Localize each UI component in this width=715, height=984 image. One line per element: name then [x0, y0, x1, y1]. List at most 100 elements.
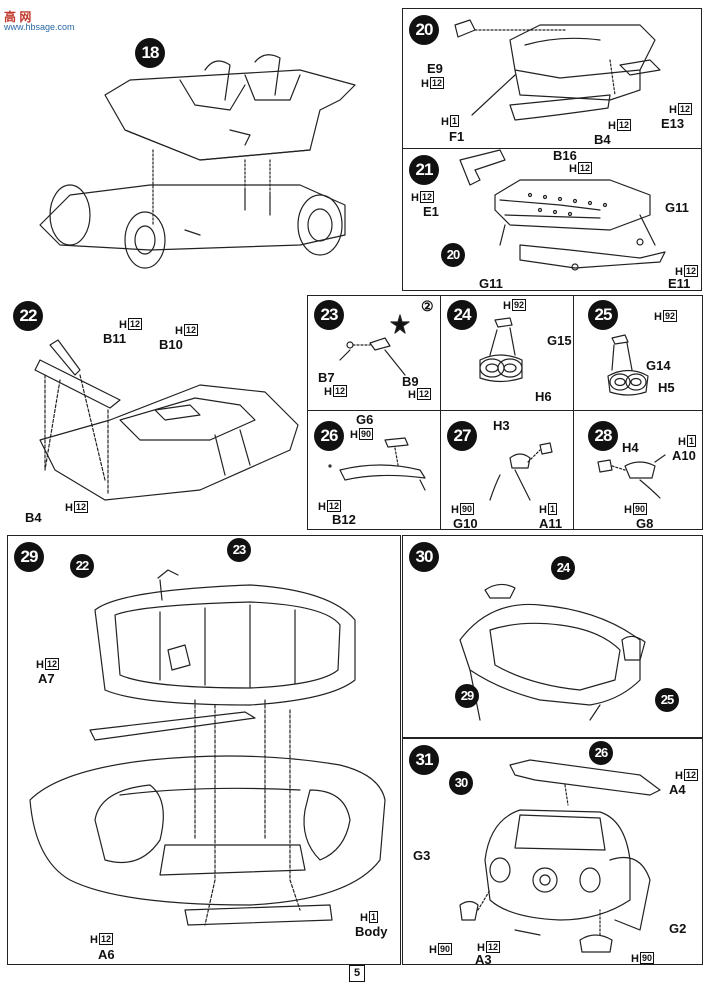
step-21-ref-20: 20 [441, 243, 465, 267]
step-24-badge: 24 [447, 300, 477, 330]
step20-drawing [454, 19, 661, 121]
part-label-b10: B10 [159, 337, 183, 352]
part-label-b11: B11 [103, 331, 127, 346]
step26-drawing [328, 437, 426, 491]
step22-drawing [34, 339, 299, 501]
part-label-a4: A4 [669, 782, 686, 797]
part-label-f1: F1 [449, 129, 465, 144]
step-31-badge: 31 [409, 745, 439, 775]
part-label-a6: A6 [98, 947, 115, 962]
watermark-url: www.hbsage.com [4, 22, 75, 32]
step-18-panel: 18 [7, 8, 401, 290]
part-label-b4: B4 [594, 132, 611, 147]
part-label-h4: H4 [622, 440, 639, 455]
part-label-g6: G6 [356, 412, 374, 427]
step30-drawing [459, 583, 646, 721]
watermark-title: 高 网 [4, 10, 32, 24]
step-30-panel: 30 24 25 29 [402, 535, 703, 738]
step-30-ref-29: 29 [455, 684, 479, 708]
part-label-e11: E11 [668, 276, 691, 291]
step-28-badge: 28 [588, 421, 618, 451]
step-29-ref-23: 23 [227, 538, 251, 562]
step29-drawing [29, 569, 386, 926]
part-label-g11-bottom: G11 [479, 276, 503, 291]
part-label-e9: E9 [427, 61, 443, 76]
paint-ref-2: ② [421, 298, 434, 314]
part-label-body: Body [355, 924, 388, 939]
step21-drawing [459, 149, 666, 271]
part-label-h3: H3 [493, 418, 510, 433]
step-29-ref-22: 22 [70, 554, 94, 578]
part-label-e13: E13 [661, 116, 685, 131]
step-25-badge: 25 [588, 300, 618, 330]
part-label-g10: G10 [453, 516, 478, 531]
step-31-ref-26: 26 [589, 741, 613, 765]
step-18-badge: 18 [135, 38, 165, 68]
step-30-badge: 30 [409, 542, 439, 572]
part-label-h5: H5 [658, 380, 675, 395]
part-label-b16: B16 [553, 148, 577, 163]
step31-drawing [459, 759, 661, 953]
step-26-badge: 26 [314, 421, 344, 451]
part-label-g2: G2 [669, 921, 687, 936]
step-27-badge: 27 [447, 421, 477, 451]
step-23-badge: 23 [314, 300, 344, 330]
page-number: 5 [349, 965, 365, 982]
step25-drawing [607, 334, 649, 396]
step-31-ref-30: 30 [449, 771, 473, 795]
part-label-b7: B7 [318, 370, 335, 385]
part-label-g11-right: G11 [665, 200, 689, 215]
step18-drawing [39, 54, 356, 269]
part-label-g8: G8 [636, 516, 654, 531]
part-label-g14: G14 [646, 358, 671, 373]
step-21-badge: 21 [409, 155, 439, 185]
step-22-badge: 22 [13, 301, 43, 331]
step27-drawing [489, 442, 553, 501]
part-label-e1: E1 [423, 204, 439, 219]
part-label-g15: G15 [547, 333, 572, 348]
part-label-b12: B12 [332, 512, 356, 527]
part-label-b9: B9 [402, 374, 419, 389]
step28-drawing [597, 454, 666, 499]
step23-drawing [339, 314, 410, 376]
step-29-badge: 29 [14, 542, 44, 572]
part-label-a7: A7 [38, 671, 55, 686]
step-20-badge: 20 [409, 15, 439, 45]
part-label-h6: H6 [535, 389, 552, 404]
